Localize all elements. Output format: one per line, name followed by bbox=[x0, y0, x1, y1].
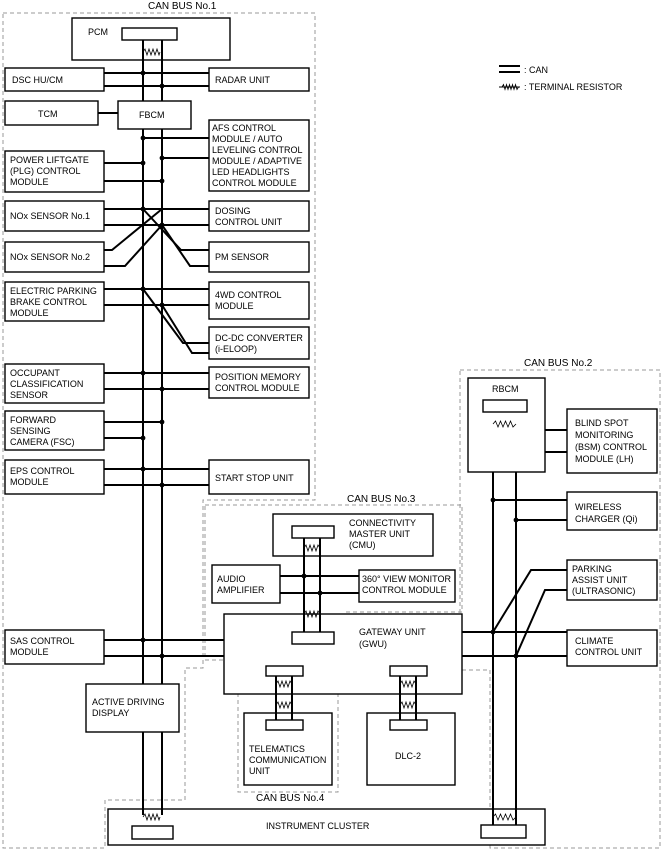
cluster-left-terminator bbox=[131, 812, 174, 840]
gwu-tcu-terminator bbox=[265, 665, 304, 689]
ocs-box bbox=[4, 363, 105, 404]
terminators bbox=[121, 27, 528, 840]
nox2-box bbox=[4, 241, 105, 273]
can-bus-1-title: CAN BUS No.1 bbox=[148, 1, 217, 12]
startstop-box bbox=[208, 459, 310, 495]
tcu-terminator bbox=[265, 700, 304, 731]
pcm-label: PCM bbox=[88, 27, 108, 37]
can-bus-2-outline bbox=[459, 369, 661, 849]
pm-box bbox=[208, 241, 310, 273]
add-label: ACTIVE DRIVING DISPLAY bbox=[92, 697, 167, 718]
cmu-label: CONNECTIVITY MASTER UNIT (CMU) bbox=[349, 518, 418, 550]
gwu-box bbox=[223, 613, 463, 695]
legend: : CAN : TERMINAL RESISTOR bbox=[499, 65, 623, 92]
4wd-box bbox=[208, 281, 310, 320]
bus-1-trunk-overlay bbox=[142, 60, 163, 815]
tcm-box bbox=[4, 100, 99, 126]
rbcm-box bbox=[467, 377, 546, 473]
can-bus-3-title: CAN BUS No.3 bbox=[347, 494, 416, 505]
climate-label: CLIMATE CONTROL UNIT bbox=[575, 636, 643, 657]
legend-resistor-label: : TERMINAL RESISTOR bbox=[524, 82, 623, 92]
add-box bbox=[85, 683, 180, 733]
fbcm-box bbox=[117, 100, 192, 130]
fsc-box bbox=[4, 410, 105, 451]
dsc-label: DSC HU/CM bbox=[12, 75, 63, 85]
startstop-label: START STOP UNIT bbox=[215, 473, 294, 483]
dosing-box bbox=[208, 200, 310, 232]
gwu-bus3-terminator bbox=[291, 609, 335, 645]
can-bus-4-title: CAN BUS No.4 bbox=[256, 793, 325, 804]
tcm-label: TCM bbox=[38, 109, 58, 119]
view360-box bbox=[358, 569, 456, 603]
audio-box bbox=[211, 564, 281, 604]
afs-box bbox=[208, 119, 310, 192]
legend-can-label: : CAN bbox=[524, 65, 548, 75]
dcdc-box bbox=[208, 326, 310, 360]
4wd-label: 4WD CONTROL MODULE bbox=[215, 290, 284, 311]
radar-box bbox=[208, 67, 310, 92]
sas-label: SAS CONTROL MODULE bbox=[10, 636, 77, 657]
wireless-label: WIRELESS CHARGER (Qi) bbox=[575, 502, 638, 524]
radar-label: RADAR UNIT bbox=[215, 75, 271, 85]
ocs-label: OCCUPANT CLASSIFICATION SENSOR bbox=[10, 368, 86, 400]
nox1-box bbox=[4, 200, 105, 232]
can-bus-2-title: CAN BUS No.2 bbox=[524, 358, 593, 369]
audio-label: AUDIO AMPLIFIER bbox=[217, 574, 265, 595]
climate-box bbox=[566, 629, 658, 667]
gwu-label: GATEWAY UNIT (GWU) bbox=[359, 627, 428, 649]
gwu-dlc-terminator bbox=[389, 665, 428, 689]
sas-box bbox=[4, 629, 105, 665]
fsc-label: FORWARD SENSING CAMERA (FSC) bbox=[10, 415, 75, 447]
pcm-terminator bbox=[121, 27, 178, 60]
wireless-box bbox=[566, 491, 658, 531]
parking-box bbox=[566, 559, 658, 601]
bus-3-4-overlay bbox=[275, 538, 417, 720]
bus-2-trunk-overlay bbox=[492, 472, 517, 825]
dsc-box bbox=[4, 67, 105, 92]
tcu-label: TELEMATICS COMMUNICATION UNIT bbox=[249, 744, 329, 776]
cluster-label: INSTRUMENT CLUSTER bbox=[266, 821, 370, 831]
bus-2-trunk bbox=[492, 412, 517, 825]
cluster-right-terminator bbox=[480, 812, 527, 839]
view360-label: 360° VIEW MONITOR CONTROL MODULE bbox=[362, 574, 453, 595]
eps-box bbox=[4, 459, 105, 495]
cluster-box bbox=[107, 808, 546, 846]
nox1-label: NOx SENSOR No.1 bbox=[10, 211, 90, 221]
can-bus-3-outline bbox=[204, 504, 463, 661]
pm-label: PM SENSOR bbox=[215, 252, 270, 262]
rbcm-terminator bbox=[482, 399, 528, 429]
dosing-label: DOSING CONTROL UNIT bbox=[215, 206, 283, 227]
bus-1-stubs bbox=[104, 72, 224, 657]
legend-resistor-icon bbox=[501, 83, 519, 91]
dlc-terminator bbox=[389, 700, 428, 731]
rbcm-label: RBCM bbox=[492, 384, 519, 394]
parking-label: PARKING ASSIST UNIT (ULTRASONIC) bbox=[572, 564, 635, 596]
plg-box bbox=[4, 150, 105, 193]
nox2-label: NOx SENSOR No.2 bbox=[10, 252, 90, 262]
bsm-label: BLIND SPOT MONITORING (BSM) CONTROL MODU… bbox=[575, 418, 649, 464]
bsm-box bbox=[566, 408, 658, 474]
fbcm-label: FBCM bbox=[139, 110, 165, 120]
plg-label: POWER LIFTGATE (PLG) CONTROL MODULE bbox=[10, 155, 91, 187]
epb-box bbox=[4, 281, 105, 322]
posmem-box bbox=[208, 366, 310, 399]
dlc-label: DLC-2 bbox=[395, 751, 421, 761]
module-boxes: PCM DSC HU/CM RADAR UNIT TCM FBCM AFS CO… bbox=[4, 17, 658, 846]
eps-label: EPS CONTROL MODULE bbox=[10, 466, 77, 487]
posmem-label: POSITION MEMORY CONTROL MODULE bbox=[215, 372, 303, 393]
epb-label: ELECTRIC PARKING BRAKE CONTROL MODULE bbox=[10, 286, 99, 318]
cmu-terminator bbox=[291, 525, 335, 553]
afs-label: AFS CONTROL MODULE / AUTO LEVELING CONTR… bbox=[212, 123, 305, 188]
dcdc-label: DC-DC CONVERTER (i-ELOOP) bbox=[215, 333, 305, 354]
